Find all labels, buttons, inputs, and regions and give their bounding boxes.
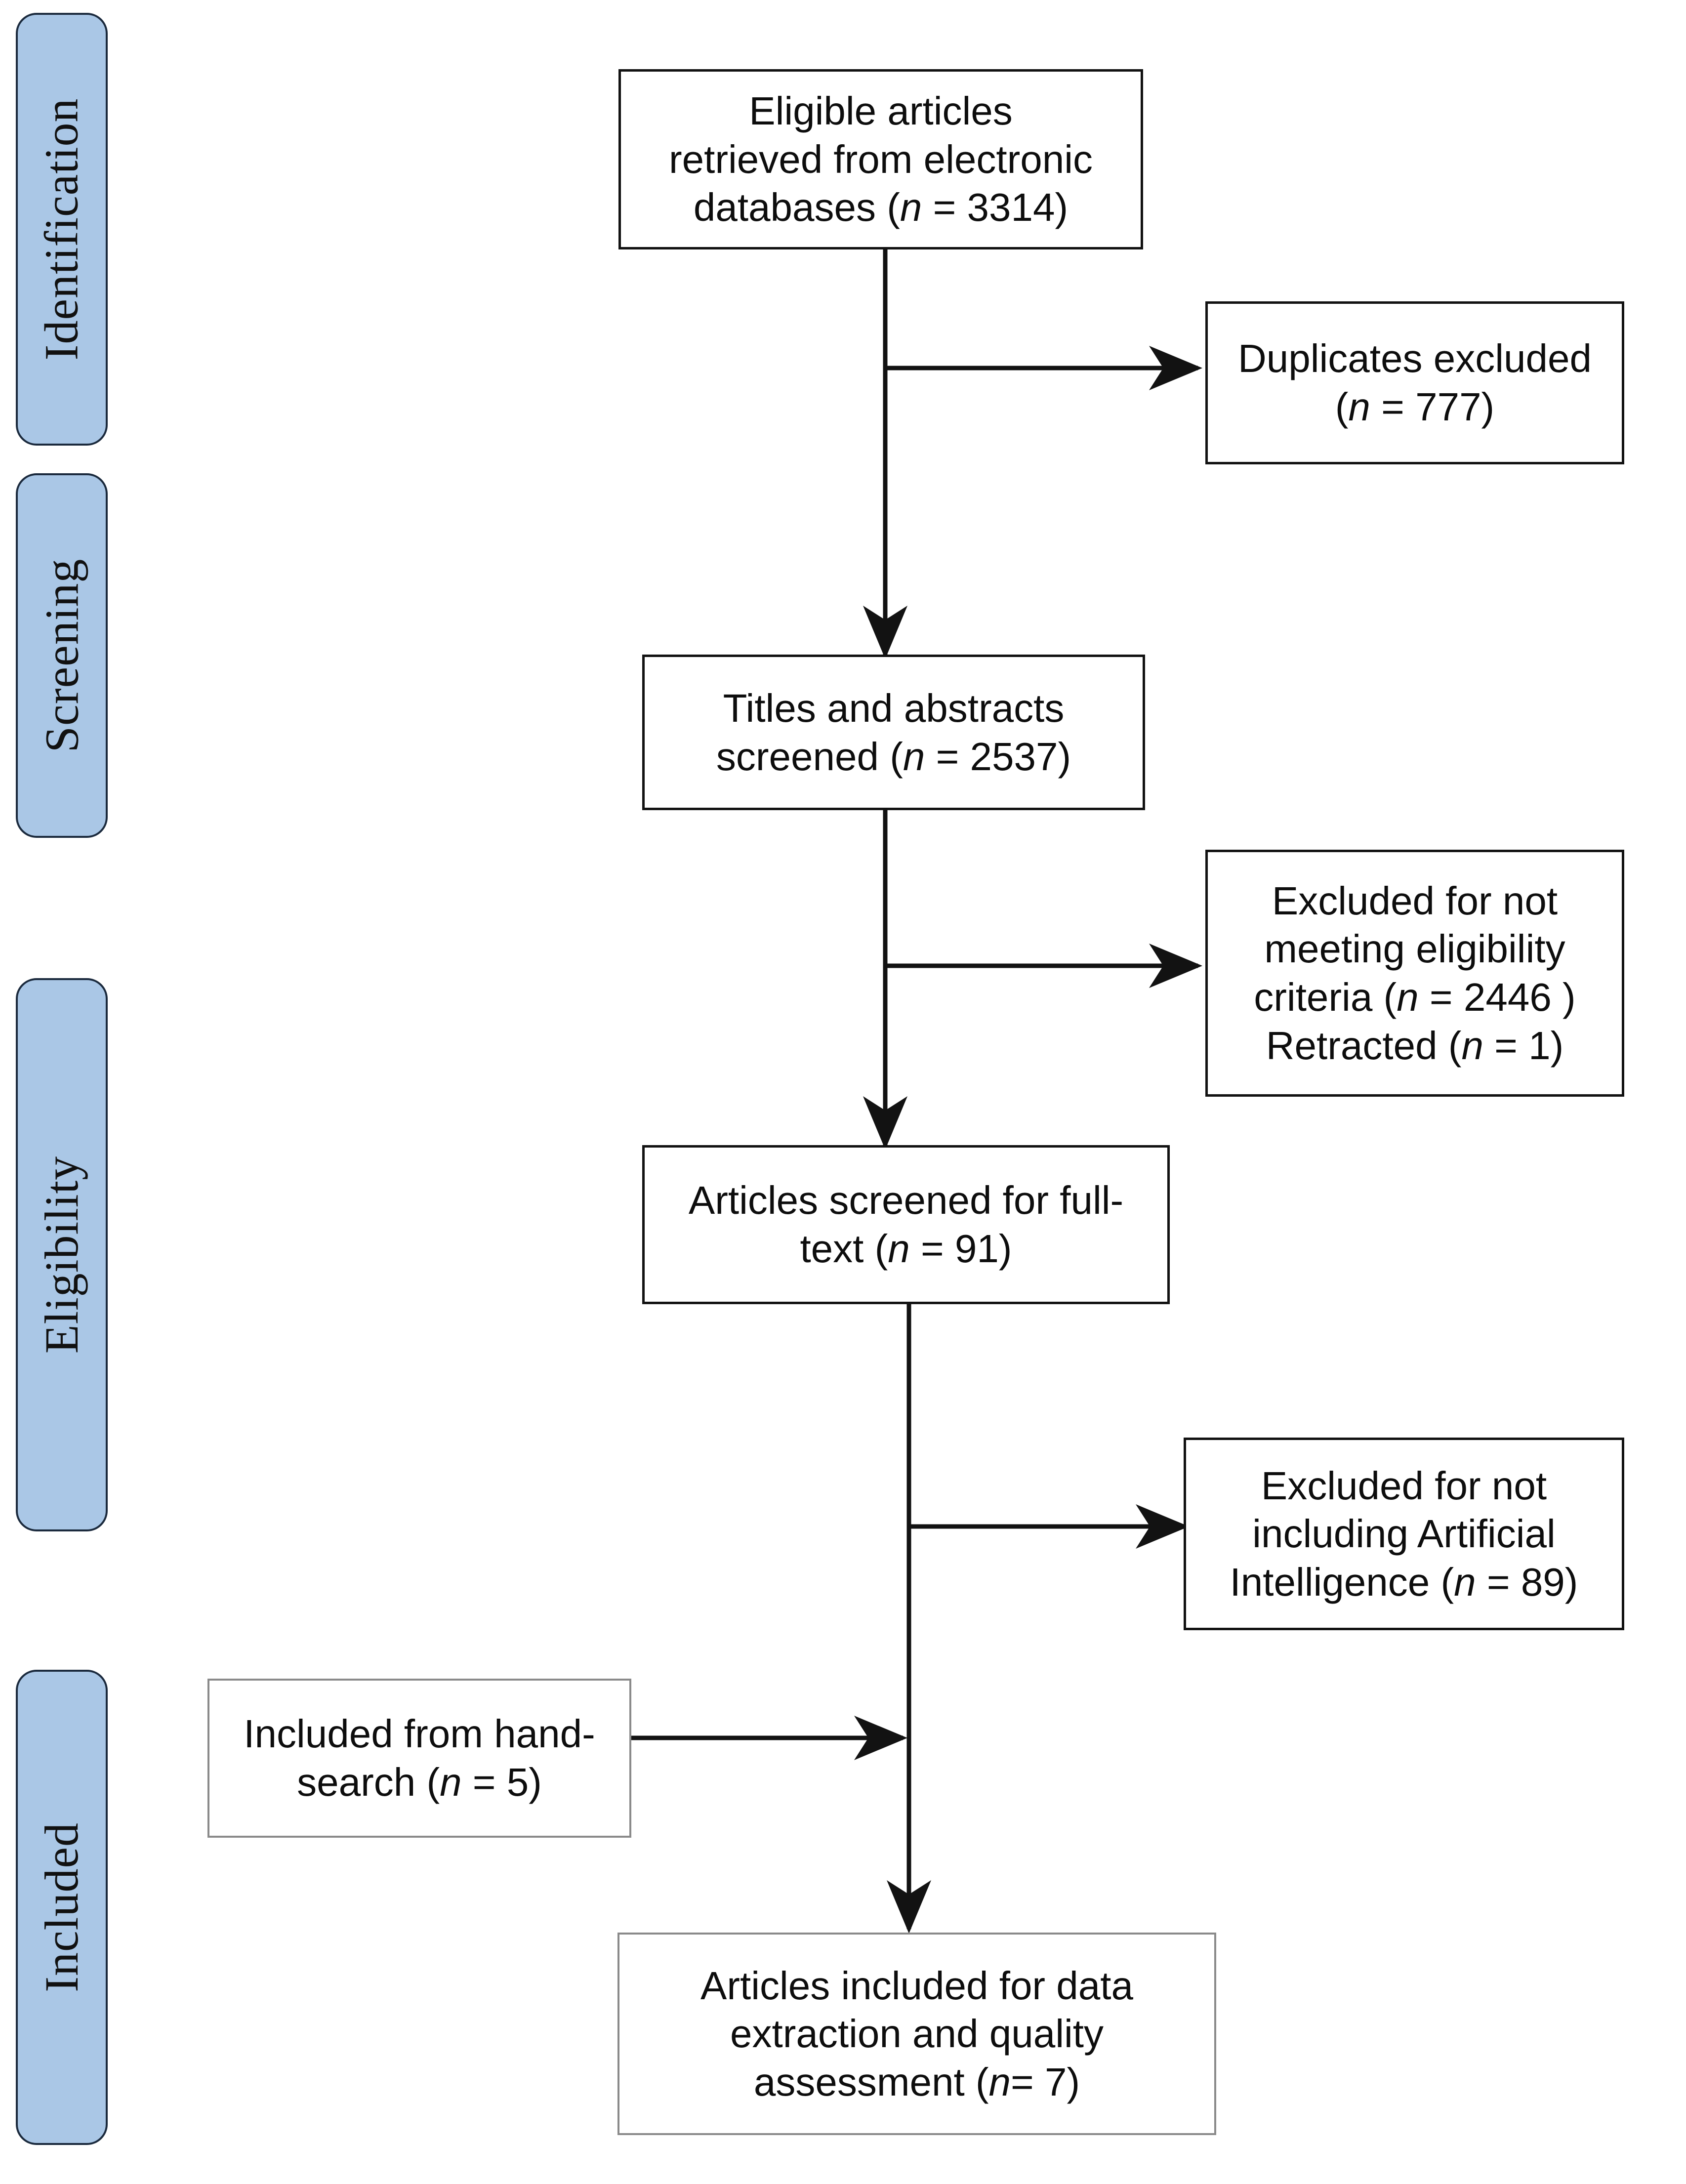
edge-eligibility-trunk bbox=[886, 1304, 1189, 1934]
node-titles-abstracts-screened-text: Titles and abstracts screened (n = 2537) bbox=[716, 686, 1071, 779]
edge-screening-trunk bbox=[863, 810, 1202, 1150]
node-records-identified-text: Eligible articles retrieved from electro… bbox=[668, 89, 1093, 230]
stage-label-eligibility: Eligibility bbox=[35, 1155, 88, 1354]
node-hand-search: Included from hand- search (n = 5) bbox=[207, 1679, 631, 1838]
stage-pill-eligibility: Eligibility bbox=[16, 978, 108, 1531]
node-full-text-screened: Articles screened for full- text (n = 91… bbox=[642, 1145, 1170, 1304]
node-hand-search-text: Included from hand- search (n = 5) bbox=[244, 1712, 595, 1804]
node-duplicates-excluded: Duplicates excluded (n = 777) bbox=[1205, 301, 1624, 464]
node-excluded-no-ai-text: Excluded for not including Artificial In… bbox=[1230, 1463, 1578, 1604]
node-articles-included: Articles included for data extraction an… bbox=[617, 1933, 1216, 2135]
stage-pill-screening: Screening bbox=[16, 473, 108, 838]
node-articles-included-text: Articles included for data extraction an… bbox=[700, 1963, 1133, 2104]
node-excluded-not-eligible: Excluded for not meeting eligibility cri… bbox=[1205, 850, 1624, 1097]
node-excluded-not-eligible-text: Excluded for not meeting eligibility cri… bbox=[1254, 878, 1576, 1068]
node-records-identified: Eligible articles retrieved from electro… bbox=[618, 69, 1143, 249]
stage-label-screening: Screening bbox=[35, 558, 88, 753]
node-duplicates-excluded-text: Duplicates excluded (n = 777) bbox=[1238, 336, 1592, 429]
node-excluded-no-ai: Excluded for not including Artificial In… bbox=[1184, 1438, 1624, 1630]
stage-label-included: Included bbox=[35, 1822, 88, 1992]
edge-identification-trunk bbox=[863, 249, 1202, 659]
stage-pill-identification: Identification bbox=[16, 13, 108, 446]
stage-pill-included: Included bbox=[16, 1670, 108, 2145]
node-full-text-screened-text: Articles screened for full- text (n = 91… bbox=[688, 1178, 1124, 1271]
stage-label-identification: Identification bbox=[35, 98, 88, 361]
node-titles-abstracts-screened: Titles and abstracts screened (n = 2537) bbox=[642, 655, 1145, 810]
